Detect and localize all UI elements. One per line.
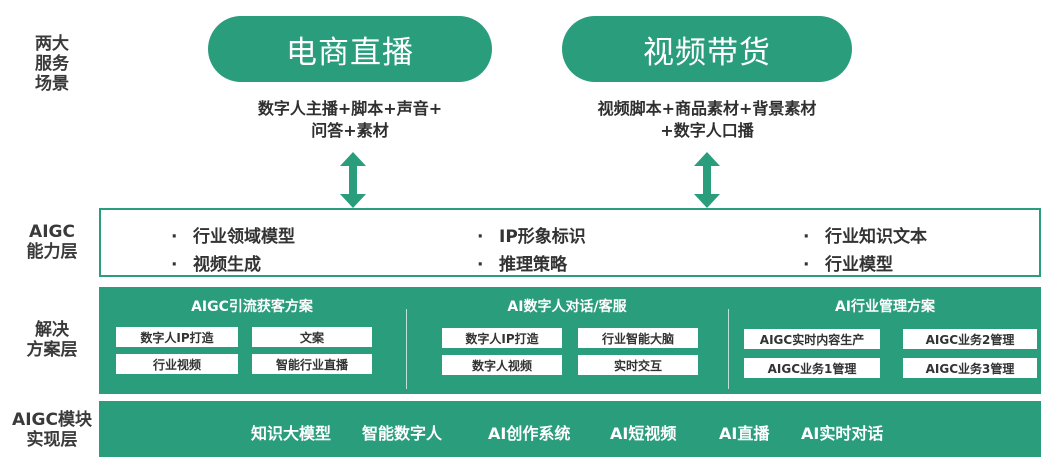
solution-chip: 行业智能大脑	[578, 328, 698, 348]
layer-label-module: AIGC模块 实现层	[12, 410, 92, 450]
scene-desc-live-commerce: 数字人主播+脚本+声音+ 问答+素材	[257, 99, 443, 140]
layer-label-scenes: 两大 服务 场景	[35, 34, 69, 94]
layer-label-capability: AIGC 能力层	[26, 222, 78, 262]
solution-title: AI行业管理方案	[834, 299, 936, 315]
scene-pill-video-sales: 视频带货	[562, 16, 852, 82]
module-item: AI创作系统	[488, 424, 571, 443]
module-item: AI直播	[719, 424, 770, 443]
module-item: AI短视频	[610, 424, 677, 443]
solution-divider	[728, 309, 729, 389]
module-item: AI实时对话	[801, 424, 884, 443]
capability-box: ·行业领域模型 ·视频生成 ·IP形象标识 ·推理策略 ·行业知识文本 ·行业模…	[99, 208, 1041, 277]
module-item: 智能数字人	[362, 424, 443, 443]
solution-title: AI数字人对话/客服	[507, 299, 627, 315]
module-box: 知识大模型 智能数字人 AI创作系统 AI短视频 AI直播 AI实时对话	[99, 401, 1041, 457]
module-item: 知识大模型	[251, 424, 332, 443]
solution-chip: 数字人IP打造	[116, 327, 238, 347]
solution-chip: 数字人视频	[442, 355, 562, 375]
solution-divider	[406, 309, 407, 389]
capability-item: ·推理策略	[477, 255, 567, 275]
solution-chip: AIGC业务2管理	[903, 329, 1037, 349]
capability-item: ·视频生成	[171, 255, 261, 275]
solution-title: AIGC引流获客方案	[191, 299, 313, 315]
double-arrow-icon	[694, 152, 720, 208]
capability-item: ·行业模型	[803, 255, 893, 275]
scene-desc-video-sales: 视频脚本+商品素材+背景素材 +数字人口播	[597, 99, 817, 140]
solution-chip: 行业视频	[116, 354, 238, 374]
solution-box: AIGC引流获客方案 数字人IP打造 文案 行业视频 智能行业直播 AI数字人对…	[99, 287, 1041, 394]
solution-chip: 实时交互	[578, 355, 698, 375]
solution-chip: AIGC业务1管理	[744, 358, 880, 378]
solution-chip: 数字人IP打造	[442, 328, 562, 348]
layer-label-solution: 解决 方案层	[26, 320, 78, 360]
solution-chip: AIGC实时内容生产	[744, 329, 880, 349]
solution-chip: AIGC业务3管理	[903, 358, 1037, 378]
capability-item: ·行业领域模型	[171, 227, 295, 247]
double-arrow-icon	[340, 152, 366, 208]
solution-chip: 文案	[252, 327, 372, 347]
solution-chip: 智能行业直播	[252, 354, 372, 374]
capability-item: ·行业知识文本	[803, 227, 927, 247]
scene-pill-live-commerce: 电商直播	[208, 16, 492, 82]
capability-item: ·IP形象标识	[477, 227, 586, 247]
